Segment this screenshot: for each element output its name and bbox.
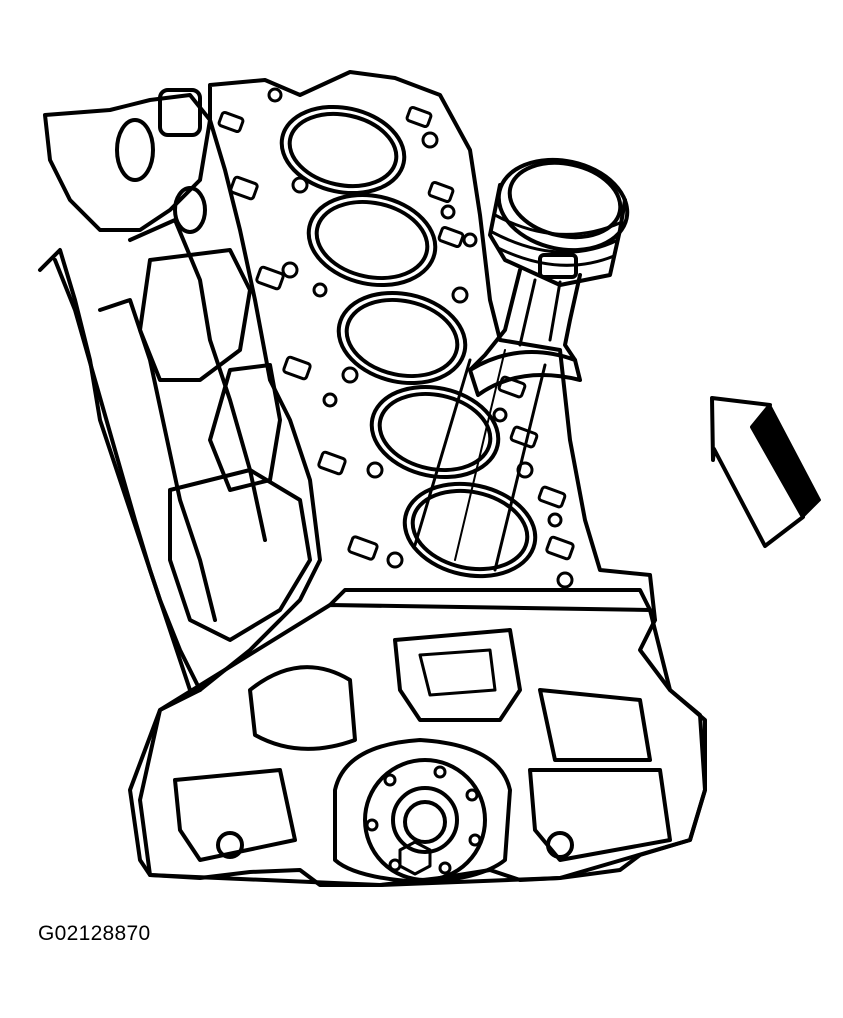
cylinder-bore-4 xyxy=(369,384,501,480)
block-upper-boss xyxy=(158,88,202,137)
rear-cavity-center-inner xyxy=(418,648,497,697)
block-left-wall-inner xyxy=(53,258,192,692)
rear-boss-right-hole xyxy=(546,831,574,859)
cylinder-bore-2 xyxy=(306,192,438,288)
cylinder-bore-1-inner xyxy=(287,111,399,189)
drain-plug xyxy=(398,840,432,876)
block-upper-port xyxy=(115,118,155,182)
connecting-rod-web xyxy=(518,278,562,347)
block-lower-left-face xyxy=(168,468,312,642)
engine-block xyxy=(38,70,707,887)
piston-ring-1 xyxy=(493,213,624,236)
guide-line-left xyxy=(413,358,472,547)
block-mid-left xyxy=(138,248,252,382)
wrist-pin-boss xyxy=(538,253,578,279)
block-rear-face xyxy=(138,588,707,887)
arrow-shadow xyxy=(751,404,821,518)
crank-seal-inner xyxy=(403,800,447,844)
rear-boss-left xyxy=(173,768,297,862)
rear-cavity-center xyxy=(393,628,522,722)
guide-line-right xyxy=(493,363,547,572)
rear-cavity-left xyxy=(248,665,357,751)
rear-face-outline xyxy=(138,603,707,887)
crank-seal-housing xyxy=(333,738,512,884)
rear-face-ledge xyxy=(328,588,657,622)
block-left-rib xyxy=(98,298,217,622)
connecting-rod-beam xyxy=(468,268,582,372)
figure-id-label: G02128870 xyxy=(38,922,151,945)
rear-cavity-right xyxy=(538,688,652,762)
cylinder-bore-5 xyxy=(402,481,538,579)
cylinder-bore-4-inner xyxy=(377,391,493,473)
block-upper-port-2 xyxy=(173,186,207,234)
guide-line-center xyxy=(454,349,506,561)
rear-boss-left-hole xyxy=(216,831,244,859)
cylinder-bore-2-inner xyxy=(314,199,430,281)
piston-assembly xyxy=(413,157,630,572)
piston-ring-2 xyxy=(490,230,620,254)
crank-seal-outer xyxy=(391,786,459,854)
block-upper-left xyxy=(43,93,212,232)
cylinder-bore-3 xyxy=(336,290,468,386)
rear-boss-right xyxy=(528,768,672,862)
cylinder-bores xyxy=(279,104,538,579)
cylinder-bore-3-inner xyxy=(344,297,460,379)
cylinder-bore-1 xyxy=(279,104,407,196)
cylinder-bore-5-inner xyxy=(410,488,530,572)
crank-seal-flange xyxy=(363,758,487,882)
piston-ring-3 xyxy=(496,246,616,267)
direction-arrow xyxy=(710,396,821,548)
deck-details xyxy=(217,87,575,589)
